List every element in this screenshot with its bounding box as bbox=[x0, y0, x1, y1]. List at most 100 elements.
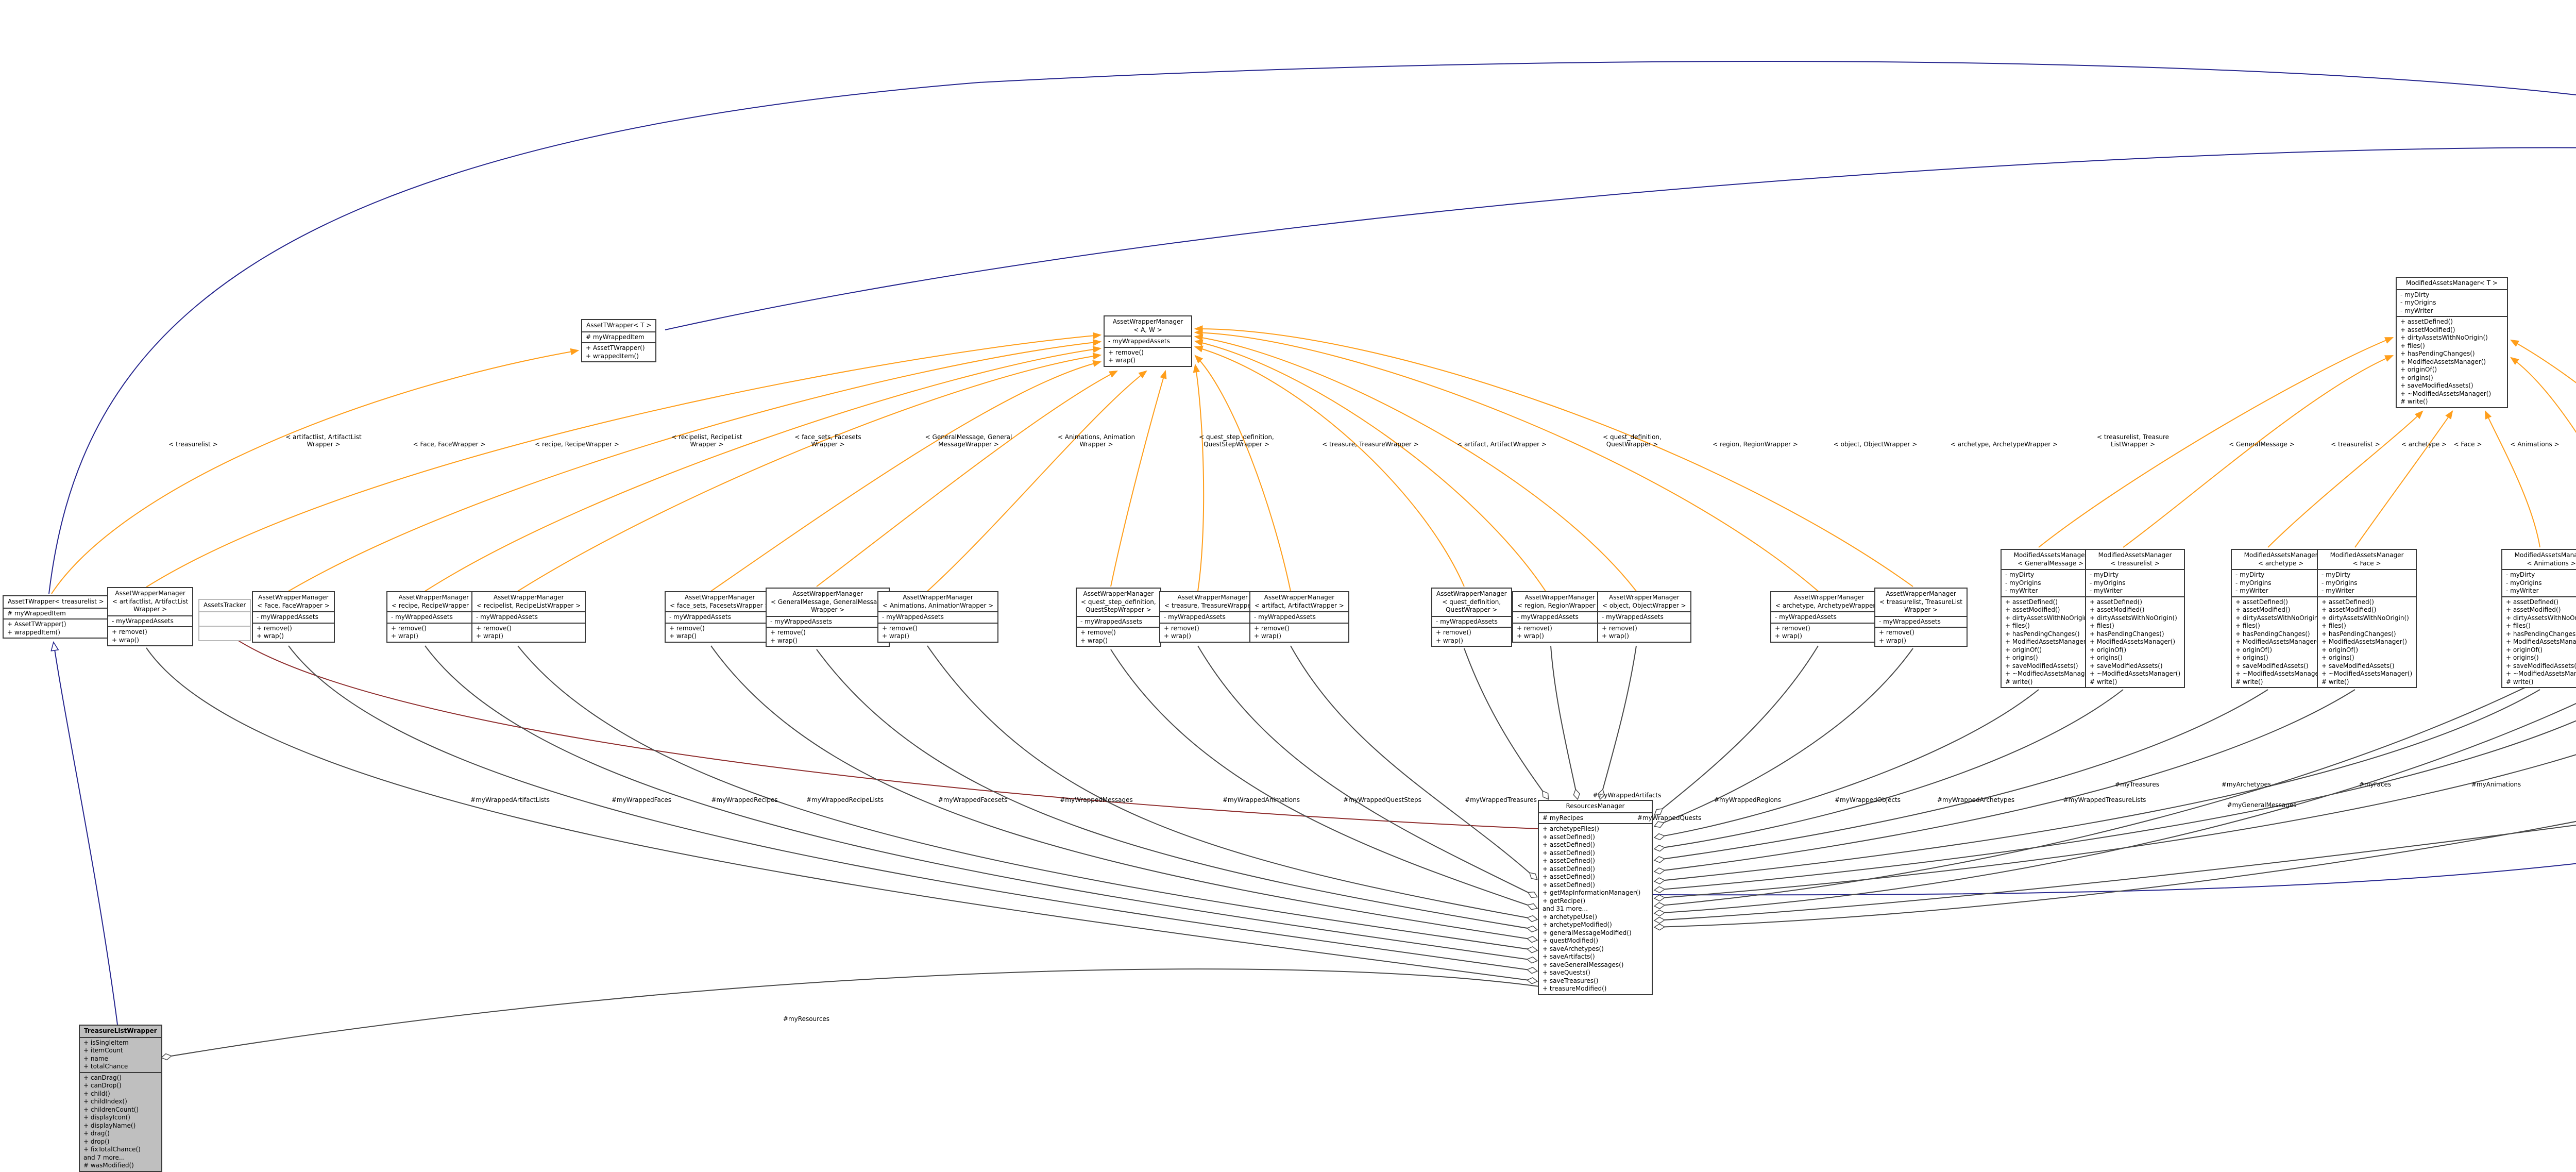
attrs-compartment: - myWrappedAssets bbox=[108, 615, 193, 627]
attr-row: - myWrappedAssets bbox=[770, 617, 832, 625]
edge-label-m5: #myWrappedFacesets bbox=[938, 796, 1008, 803]
edge-tmpl-27 bbox=[2267, 410, 2424, 548]
class-title-line: < object, ObjectWrapper > bbox=[1602, 601, 1686, 609]
class-awm-treasurelist[interactable]: AssetWrapperManager< treasurelist, Treas… bbox=[1874, 588, 1968, 647]
edge-label-m10: #myWrappedArtifacts bbox=[1592, 792, 1662, 799]
method-row: + ModifiedAssetsManager() bbox=[2005, 638, 2091, 645]
method-row: + files() bbox=[2321, 622, 2346, 629]
edge-label-t8: < Animations, Animation Wrapper > bbox=[1057, 433, 1136, 448]
method-row: + origins() bbox=[2400, 374, 2433, 381]
method-row: + remove() bbox=[257, 624, 292, 632]
method-row: + ModifiedAssetsManager() bbox=[2090, 638, 2176, 645]
class-awm-recipe[interactable]: AssetWrapperManager< recipe, RecipeWrapp… bbox=[386, 591, 481, 643]
class-title-line: < recipelist, RecipeListWrapper > bbox=[477, 601, 581, 609]
edge-label-m20: #myAnimations bbox=[2471, 781, 2521, 788]
attr-row: - myWrappedAssets bbox=[391, 613, 453, 621]
class-awm-face[interactable]: AssetWrapperManager< Face, FaceWrapper >… bbox=[252, 591, 335, 643]
method-row: + assetDefined() bbox=[1543, 865, 1595, 873]
empty-methods-compartment bbox=[199, 625, 250, 640]
method-row: + ModifiedAssetsManager() bbox=[2506, 638, 2576, 645]
class-atw-treasurelist[interactable]: AssetTWrapper< treasurelist ># myWrapped… bbox=[3, 595, 109, 639]
method-row: + wrap() bbox=[1254, 632, 1281, 640]
class-awm-recipelist[interactable]: AssetWrapperManager< recipelist, RecipeL… bbox=[471, 591, 586, 643]
attr-row: + name bbox=[83, 1054, 108, 1062]
edge-label-m7: #myWrappedAnimations bbox=[1222, 796, 1300, 803]
class-asset-t-wrapper-t[interactable]: AssetTWrapper< T ># myWrappedItem+ Asset… bbox=[581, 319, 657, 362]
class-awm-questdef[interactable]: AssetWrapperManager< quest_definition,Qu… bbox=[1431, 588, 1512, 647]
method-row: + saveQuests() bbox=[1543, 969, 1590, 976]
class-awm-artifact[interactable]: AssetWrapperManager< artifact, ArtifactW… bbox=[1249, 591, 1349, 643]
class-mam-template[interactable]: ModifiedAssetsManager< T >- myDirty- myO… bbox=[2396, 277, 2508, 408]
method-row: + assetDefined() bbox=[2090, 598, 2142, 606]
edge-mem-57 bbox=[1655, 821, 2576, 927]
methods-compartment: + remove()+ wrap() bbox=[1598, 622, 1690, 642]
attr-row: - myWrappedAssets bbox=[1879, 617, 1941, 625]
method-row: + originOf() bbox=[2400, 366, 2437, 373]
class-title-line: AssetWrapperManager bbox=[1083, 590, 1154, 597]
class-title-line: AssetWrapperManager bbox=[1112, 318, 1183, 325]
class-title-line: AssetWrapperManager bbox=[1886, 590, 1956, 597]
method-row: # write() bbox=[2235, 678, 2263, 685]
attr-row: - myDirty bbox=[2400, 291, 2430, 298]
class-mam-animations[interactable]: ModifiedAssetsManager< Animations >- myD… bbox=[2501, 549, 2576, 688]
class-mam-face[interactable]: ModifiedAssetsManager< Face >- myDirty- … bbox=[2317, 549, 2417, 688]
class-awm-artifactlist[interactable]: AssetWrapperManager< artifactlist, Artif… bbox=[107, 587, 194, 646]
class-awm-queststep[interactable]: AssetWrapperManager< quest_step_definiti… bbox=[1076, 588, 1161, 647]
class-awm-animations[interactable]: AssetWrapperManager< Animations, Animati… bbox=[877, 591, 999, 643]
method-row: + wrap() bbox=[1164, 632, 1191, 640]
methods-compartment: + remove()+ wrap() bbox=[1432, 627, 1511, 646]
edge-mem-45 bbox=[1655, 645, 1819, 815]
method-row: + dirtyAssetsWithNoOrigin() bbox=[2506, 614, 2576, 622]
edge-tmpl-14 bbox=[816, 370, 1118, 587]
method-row: + remove() bbox=[669, 624, 705, 632]
method-row: + hasPendingChanges() bbox=[2235, 630, 2310, 638]
edge-tmpl-24 bbox=[51, 348, 580, 594]
class-title-line: < treasurelist > bbox=[2110, 559, 2160, 567]
method-row: + childIndex() bbox=[83, 1098, 127, 1105]
edge-label-t16: < treasurelist, Treasure ListWrapper > bbox=[2096, 433, 2170, 448]
methods-compartment: + AssetTWrapper()+ wrappedItem() bbox=[582, 342, 656, 361]
class-awm-treasure[interactable]: AssetWrapperManager< treasure, TreasureW… bbox=[1159, 591, 1266, 643]
class-title-line: AssetsTracker bbox=[204, 601, 246, 609]
method-row: + assetModified() bbox=[2235, 606, 2291, 613]
edge-label-t12: < quest_definition, QuestWrapper > bbox=[1603, 433, 1662, 448]
class-assets-tracker[interactable]: AssetsTracker bbox=[198, 599, 251, 641]
class-title-line: Wrapper > bbox=[811, 606, 845, 613]
class-mam-archetype[interactable]: ModifiedAssetsManager< archetype >- myDi… bbox=[2231, 549, 2331, 688]
method-row: + assetDefined() bbox=[2400, 318, 2453, 325]
class-awm-template[interactable]: AssetWrapperManager< A, W >- myWrappedAs… bbox=[1104, 315, 1192, 367]
edge-tmpl-16 bbox=[1110, 370, 1167, 587]
attrs-compartment: + isSingleItem+ itemCount+ name+ totalCh… bbox=[80, 1036, 161, 1072]
methods-compartment: + assetDefined()+ assetModified()+ dirty… bbox=[2397, 316, 2507, 407]
edge-tmpl-11 bbox=[425, 346, 1102, 592]
attrs-compartment: - myWrappedAssets bbox=[1598, 611, 1690, 623]
edge-label-t7: < GeneralMessage, General MessageWrapper… bbox=[925, 433, 1012, 448]
attr-row: # myRecipes bbox=[1543, 814, 1584, 822]
method-row: + assetModified() bbox=[2005, 606, 2060, 613]
class-treasure-list-wrapper[interactable]: TreasureListWrapper+ isSingleItem+ itemC… bbox=[79, 1025, 162, 1172]
method-row: and 31 more... bbox=[1543, 905, 1588, 912]
edge-label-m11: #myWrappedQuests bbox=[1637, 814, 1702, 822]
class-awm-generalmessage[interactable]: AssetWrapperManager< GeneralMessage, Gen… bbox=[766, 588, 890, 647]
edge-label-m25: #myResources bbox=[783, 1015, 830, 1023]
methods-compartment: + remove()+ wrap() bbox=[1160, 622, 1265, 642]
class-awm-archetype[interactable]: AssetWrapperManager< archetype, Archetyp… bbox=[1770, 591, 1888, 643]
class-resources-manager[interactable]: ResourcesManager# myRecipes+ archetypeFi… bbox=[1538, 800, 1653, 995]
class-mam-treasurelist[interactable]: ModifiedAssetsManager< treasurelist >- m… bbox=[2085, 549, 2185, 688]
class-title: AssetsTracker bbox=[199, 600, 250, 611]
method-row: + saveArtifacts() bbox=[1543, 953, 1595, 960]
attrs-compartment: - myDirty- myOrigins- myWriter bbox=[2232, 569, 2330, 596]
class-awm-facesets[interactable]: AssetWrapperManager< face_sets, Facesets… bbox=[665, 591, 775, 643]
class-title-line: ModifiedAssetsManager< T > bbox=[2406, 279, 2498, 287]
class-awm-region[interactable]: AssetWrapperManager< region, RegionWrapp… bbox=[1512, 591, 1608, 643]
edge-inh-7 bbox=[54, 643, 118, 1025]
class-title-line: < quest_step_definition, bbox=[1081, 598, 1156, 606]
class-awm-object[interactable]: AssetWrapperManager< object, ObjectWrapp… bbox=[1597, 591, 1691, 643]
method-row: + origins() bbox=[2506, 654, 2539, 661]
empty-attrs-compartment bbox=[199, 611, 250, 626]
class-mam-generalmessage[interactable]: ModifiedAssetsManager< GeneralMessage >-… bbox=[2001, 549, 2101, 688]
method-row: + saveArchetypes() bbox=[1543, 945, 1604, 952]
class-title: ModifiedAssetsManager< GeneralMessage > bbox=[2002, 550, 2099, 569]
method-row: + files() bbox=[2235, 622, 2260, 629]
